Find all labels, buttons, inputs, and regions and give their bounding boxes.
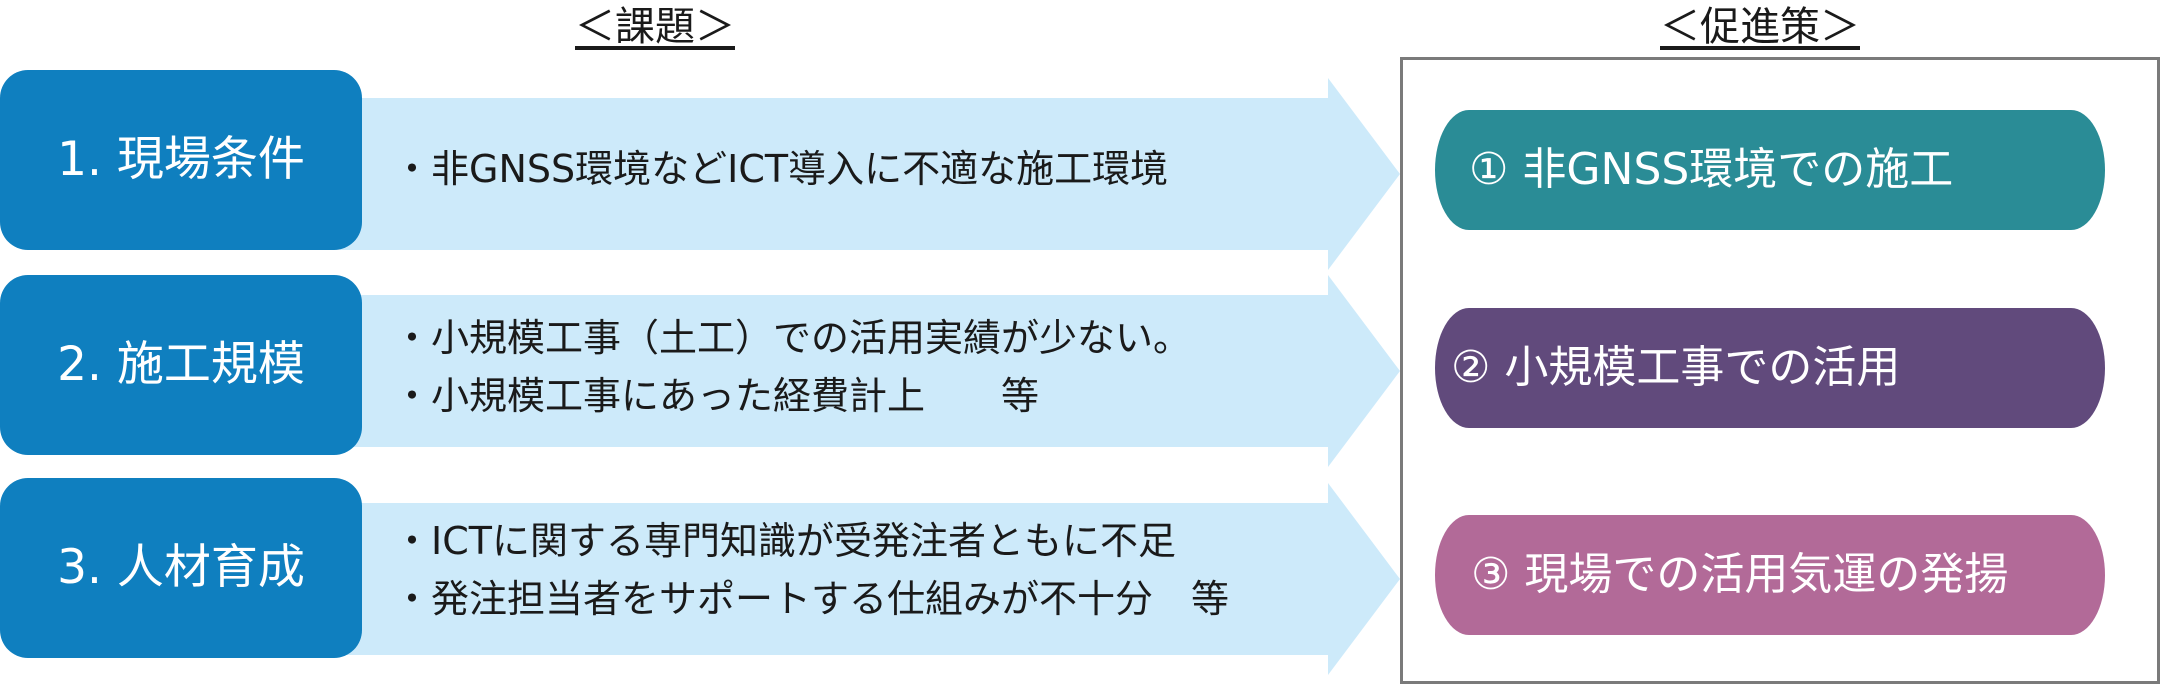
issue-point: ・ICTに関する専門知識が受発注者ともに不足	[393, 519, 1176, 563]
measure-2: ② 小規模工事での活用	[1435, 308, 2105, 428]
issue-point: ・非GNSS環境などICT導入に不適な施工環境	[393, 147, 1169, 191]
issue-arrow-3	[340, 483, 1400, 675]
issue-point: ・小規模工事にあった経費計上 等	[393, 374, 1040, 418]
issue-point: ・小規模工事（土工）での活用実績が少ない。	[393, 316, 1192, 360]
issue-points-3: ・ICTに関する専門知識が受発注者ともに不足 ・発注担当者をサポートする仕組みが…	[393, 512, 1229, 628]
issue-box-3: 3. 人材育成	[0, 478, 362, 658]
measure-1: ① 非GNSS環境での施工	[1435, 110, 2105, 230]
measures-heading: ＜促進策＞	[1660, 4, 1860, 50]
issue-points-2: ・小規模工事（土工）での活用実績が少ない。 ・小規模工事にあった経費計上 等	[393, 309, 1191, 425]
measures-frame	[1400, 57, 2160, 684]
issue-box-1: 1. 現場条件	[0, 70, 362, 250]
measure-3: ③ 現場での活用気運の発揚	[1435, 515, 2105, 635]
issue-arrow-1	[340, 78, 1400, 270]
issue-point: ・発注担当者をサポートする仕組みが不十分 等	[393, 577, 1230, 621]
issues-heading: ＜課題＞	[575, 4, 735, 50]
issue-box-2: 2. 施工規模	[0, 275, 362, 455]
issue-arrow-2	[340, 275, 1400, 467]
issue-points-1: ・非GNSS環境などICT導入に不適な施工環境	[393, 140, 1168, 198]
